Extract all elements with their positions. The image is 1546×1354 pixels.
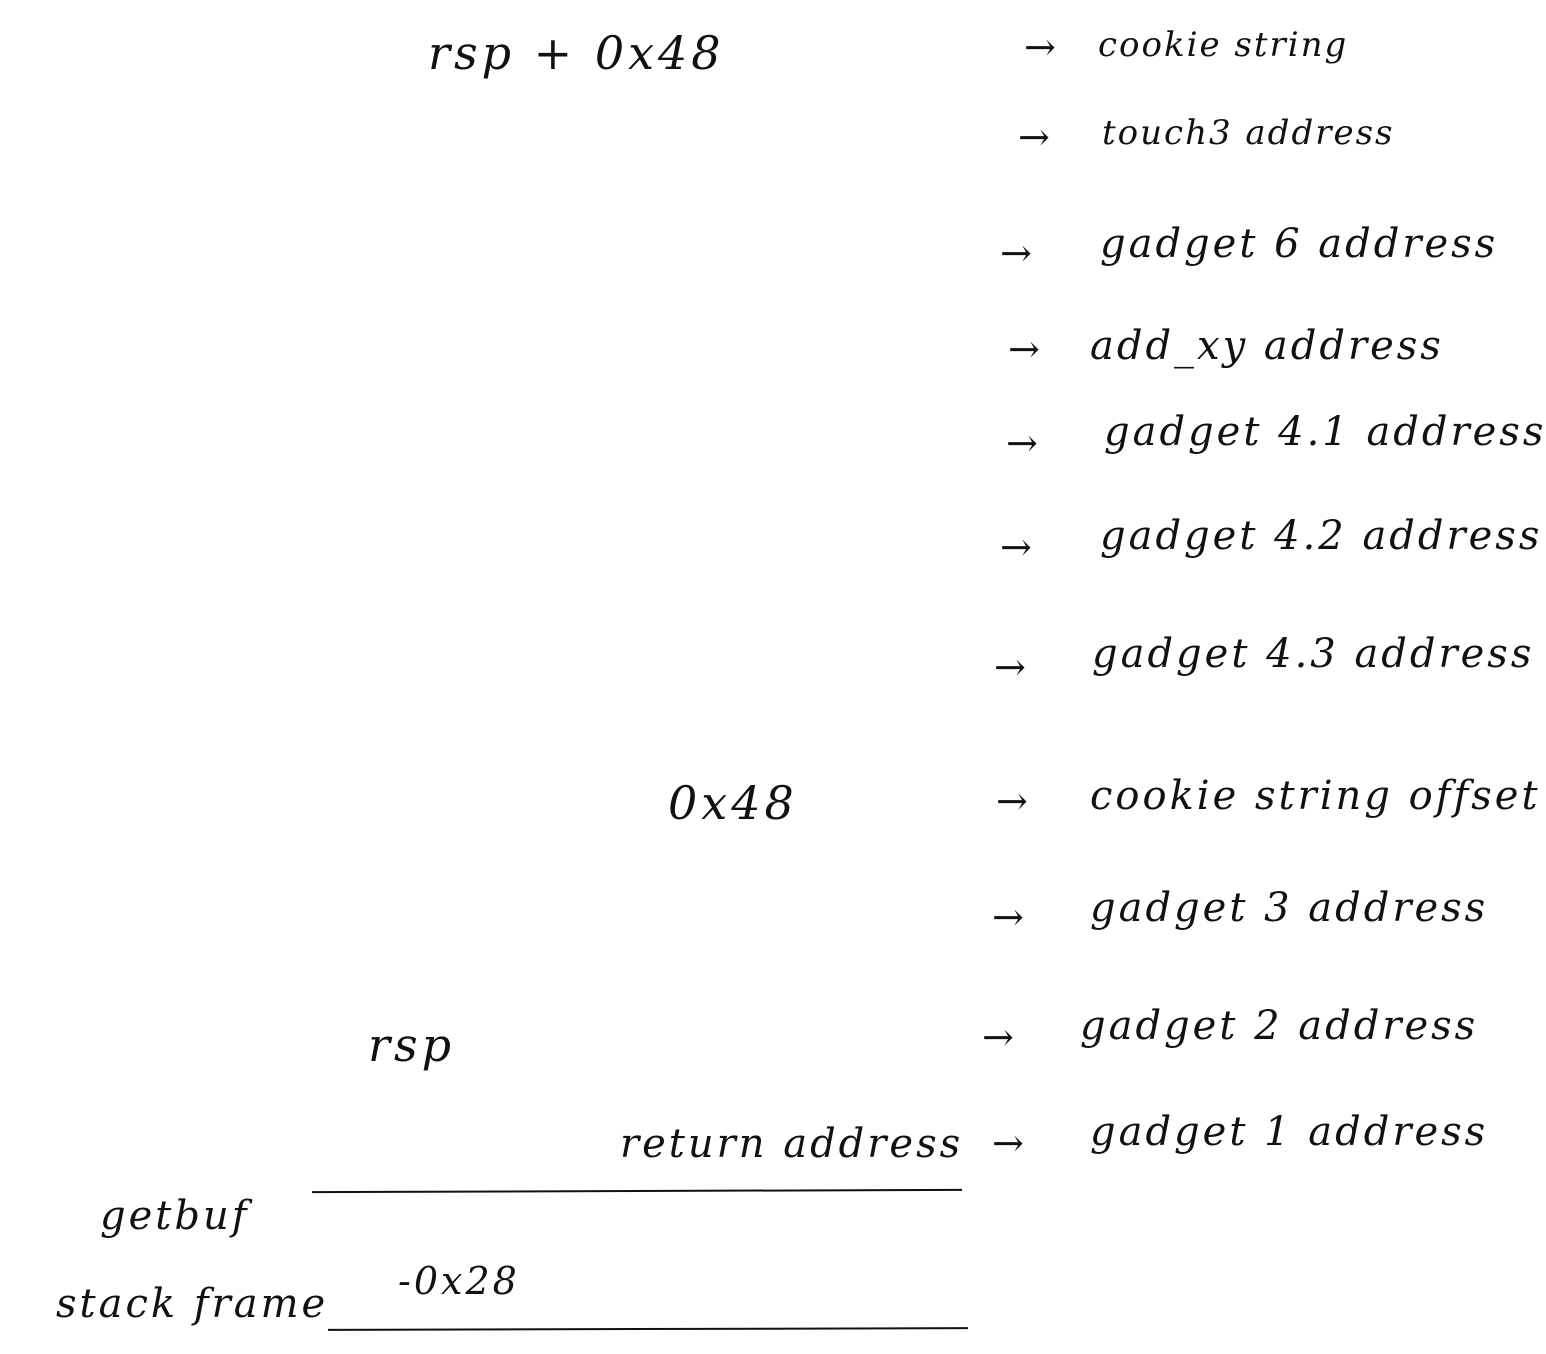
stack-diagram: rsp + 0x48 0x48 rsp return address getbu… [56, 25, 1544, 1331]
arrow-icon: → [1006, 421, 1038, 465]
stack-item-gadget-4-2-address: gadget 4.2 address [1100, 513, 1543, 559]
rsp-plus-offset-label: rsp + 0x48 [428, 26, 725, 80]
arrow-icon: → [1000, 231, 1032, 275]
arrow-icon: → [1018, 115, 1050, 159]
stack-item-add-xy-address: add_xy address [1090, 323, 1444, 369]
arrow-icon: → [1008, 327, 1040, 371]
getbuf-label: getbuf [100, 1193, 250, 1239]
arrow-icon: → [992, 895, 1024, 939]
stack-frame-label: stack frame [56, 1281, 329, 1327]
rsp-label: rsp [368, 1018, 456, 1072]
arrow-icon: → [996, 779, 1028, 823]
stack-item-cookie-string-offset: cookie string offset [1090, 773, 1541, 819]
arrow-icon: → [1000, 525, 1032, 569]
stack-item-gadget-1-address: gadget 1 address [1090, 1109, 1489, 1155]
neg-offset-label: -0x28 [398, 1259, 520, 1303]
stack-item-gadget-6-address: gadget 6 address [1100, 221, 1499, 267]
frame-bottom-line [327, 1327, 969, 1331]
stack-item-gadget-3-address: gadget 3 address [1090, 885, 1489, 931]
stack-item-cookie-string: cookie string [1098, 25, 1349, 65]
arrow-icon: → [982, 1015, 1014, 1059]
frame-top-line [311, 1188, 963, 1194]
stack-item-touch3-address: touch3 address [1102, 113, 1395, 153]
arrow-icon: → [994, 645, 1026, 689]
offset-0x48-label: 0x48 [668, 776, 798, 830]
stack-item-gadget-4-1-address: gadget 4.1 address [1104, 409, 1546, 455]
arrow-icon: → [1024, 25, 1056, 69]
arrow-icon: → [992, 1121, 1024, 1165]
return-address-label: return address [620, 1121, 964, 1167]
stack-item-gadget-4-3-address: gadget 4.3 address [1092, 631, 1535, 677]
stack-item-gadget-2-address: gadget 2 address [1080, 1003, 1479, 1049]
